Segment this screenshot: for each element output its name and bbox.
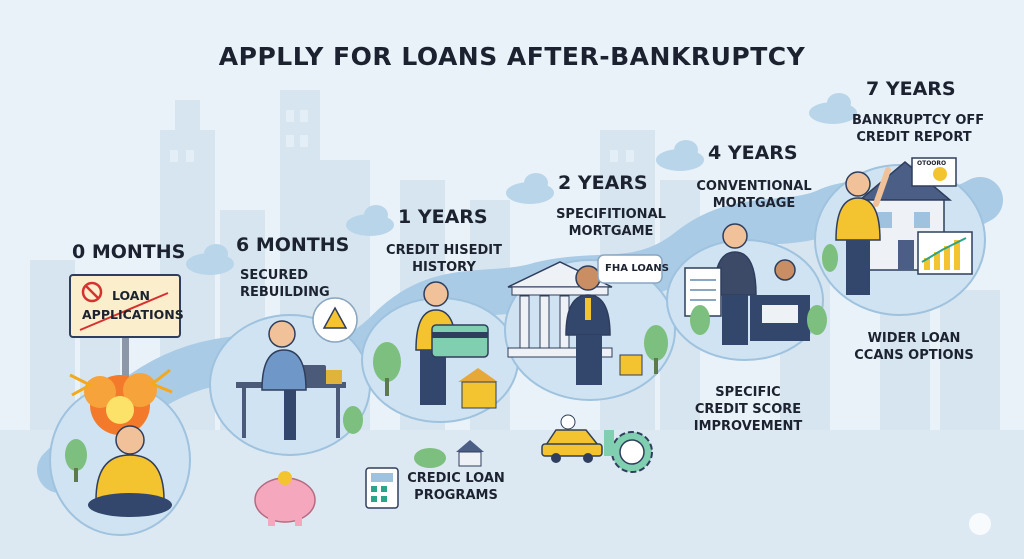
calculator-icon [365,467,399,509]
fha-loans-badge: FHA LOANS [605,263,669,274]
stage-4-period: 4 YEARS [708,142,798,164]
explosion-icon [69,368,173,435]
stage-5-desc: BANKRUPTCY OFF CREDIT REPORT [852,112,985,146]
stage-4-desc-line1: CONVENTIONAL [696,179,812,194]
stage-1-period: 6 MONTHS [236,234,350,256]
stage-5-desc-line2: CREDIT REPORT [856,130,972,145]
stage-2-desc-line2: HISTORY [412,260,476,275]
watermark-badge [969,513,991,535]
gear-dollar-icon [604,430,653,473]
score-line3: IMPROVEMENT [693,419,803,434]
person-celebrating [835,167,891,295]
person-banker [565,265,611,385]
stage-0-sign-line1: LOAN [112,288,150,303]
stage-5-period: 7 YEARS [866,78,956,100]
stage-1-desc-line2: REBUILDING [240,285,330,300]
house-sign-icon [911,157,957,187]
bush-house-icon [414,440,484,468]
stage-2-desc: CREDIT HISEDIT HISTORY [386,242,502,276]
office-desk [750,259,810,341]
person-agent [713,223,757,345]
person-stressed [88,425,172,517]
page-title: APPLLY FOR LOANS AFTER-BANKRUPTCY [218,42,806,71]
cloud-icon [186,93,857,275]
tree-icon [822,244,838,272]
stage-2-period: 1 YEARS [398,206,488,228]
wider-line1: WIDER LOAN [867,331,961,346]
stage-1-desc-line1: SECURED [240,268,309,283]
tree-icon [65,439,87,482]
thought-bubble-icon [312,297,358,343]
document-icon [684,267,722,317]
stage-3-desc: SPECIFITIONAL MORTGAME [556,206,666,240]
piggy-bank-icon [254,471,316,526]
score-line2: CREDIT SCORE [694,402,802,417]
stage-3-period: 2 YEARS [558,172,648,194]
score-line1: SPECIFIC [715,385,781,400]
tree-icon [644,325,668,374]
credit-programs-line2: PROGRAMS [414,488,498,503]
warning-sign-icon [69,274,181,380]
credit-card-icon [431,324,489,358]
chart-icon [917,231,973,275]
car-icon [541,414,603,463]
credit-programs-line1: CREDIC LOAN [407,471,505,486]
house-icon [458,368,498,409]
wider-line2: CCANS OPTIONS [854,348,974,363]
stage-0-period: 0 MONTHS [72,241,186,263]
tree-icon [690,305,827,335]
house-sign-text: OTOORO [917,160,947,167]
stage-4-desc: CONVENTIONAL MORTGAGE [696,178,812,212]
money-box-icon [619,354,643,376]
stage-1-desc: SECURED REBUILDING [240,267,330,301]
fha-badge [597,254,663,284]
stage-3-desc-line1: SPECIFITIONAL [556,207,666,222]
stage-2-desc-line1: CREDIT HISEDIT [386,243,502,258]
credit-score-improvement: SPECIFIC CREDIT SCORE IMPROVEMENT [688,384,808,435]
stage-5-desc-line1: BANKRUPTCY OFF [852,113,985,128]
wider-loan-options: WIDER LOAN CCANS OPTIONS [852,330,976,364]
stage-0-sign-line2: APPLICATIONS [82,307,184,322]
tree-icon [343,342,401,434]
credit-loan-programs: CREDIC LOAN PROGRAMS [404,470,508,504]
stage-3-desc-line2: MORTGAME [568,224,654,239]
person-desk [236,320,346,440]
stage-4-desc-line2: MORTGAGE [712,196,796,211]
